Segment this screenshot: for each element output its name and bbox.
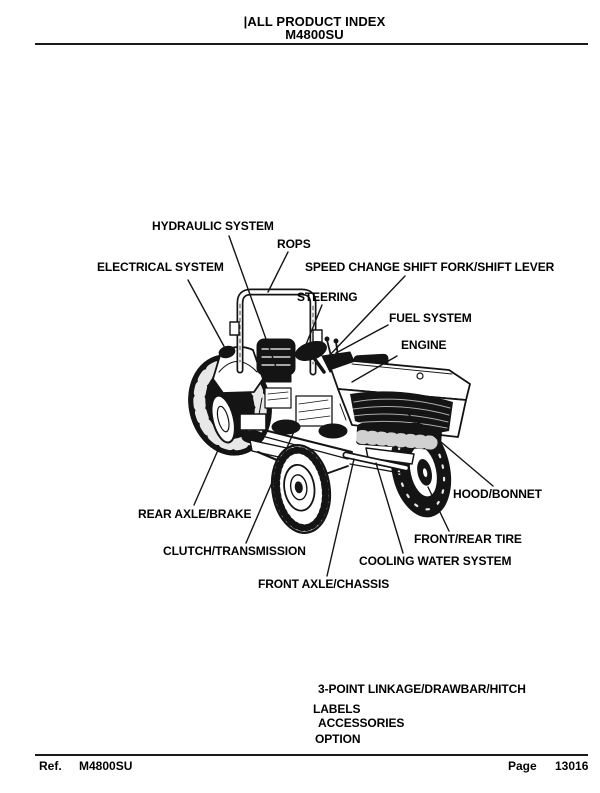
footer-ref-value: M4800SU bbox=[79, 759, 133, 773]
leader-rops bbox=[267, 251, 289, 293]
header-divider bbox=[35, 43, 588, 45]
footer-ref-label: Ref. bbox=[39, 759, 62, 773]
leader-front-rear-tire bbox=[427, 486, 450, 532]
index-item-3-point-linkage-drawbar-hitch[interactable]: 3-POINT LINKAGE/DRAWBAR/HITCH bbox=[318, 682, 526, 696]
footer-page-value: 13016 bbox=[555, 759, 589, 773]
callout-front-axle-chassis[interactable]: FRONT AXLE/CHASSIS bbox=[258, 577, 390, 591]
leader-speed-change bbox=[327, 275, 406, 358]
index-item-option[interactable]: OPTION bbox=[315, 732, 361, 746]
steering-dash bbox=[218, 336, 389, 374]
seat bbox=[256, 338, 296, 383]
index-item-labels[interactable]: LABELS bbox=[313, 702, 361, 716]
callout-rops[interactable]: ROPS bbox=[277, 237, 311, 251]
callout-hood-bonnet[interactable]: HOOD/BONNET bbox=[453, 487, 542, 501]
index-item-accessories[interactable]: ACCESSORIES bbox=[318, 716, 405, 730]
front-left-wheel bbox=[270, 444, 332, 534]
callout-steering[interactable]: STEERING bbox=[297, 290, 358, 304]
leader-lines bbox=[187, 235, 494, 577]
leader-engine bbox=[351, 355, 398, 383]
front-weights bbox=[355, 423, 443, 465]
rops-frame bbox=[229, 288, 323, 376]
footer-page-label: Page bbox=[508, 759, 537, 773]
leader-electrical-system bbox=[187, 279, 227, 351]
leader-rear-axle-brake bbox=[193, 449, 219, 506]
leader-hydraulic-system bbox=[228, 235, 281, 379]
leader-cooling-water-system bbox=[375, 462, 404, 554]
callout-fuel-system[interactable]: FUEL SYSTEM bbox=[389, 311, 472, 325]
model-title: M4800SU bbox=[285, 27, 344, 42]
leader-hood-bonnet bbox=[407, 413, 494, 487]
callout-front-rear-tire[interactable]: FRONT/REAR TIRE bbox=[414, 532, 522, 546]
leader-steering bbox=[304, 304, 323, 348]
footer-divider bbox=[35, 754, 588, 756]
page-title: |ALL PRODUCT INDEX bbox=[243, 14, 386, 29]
callout-cooling-water-system[interactable]: COOLING WATER SYSTEM bbox=[359, 554, 512, 568]
leader-fuel-system bbox=[335, 324, 389, 354]
callout-clutch-transmission[interactable]: CLUTCH/TRANSMISSION bbox=[163, 544, 306, 558]
leader-front-axle-chassis bbox=[326, 458, 355, 577]
callout-speed-change-shift-fork-shift-lever[interactable]: SPEED CHANGE SHIFT FORK/SHIFT LEVER bbox=[305, 260, 555, 274]
transmission-body bbox=[239, 387, 353, 465]
callout-engine[interactable]: ENGINE bbox=[401, 338, 447, 352]
leader-clutch-transmission bbox=[245, 428, 296, 544]
callout-electrical-system[interactable]: ELECTRICAL SYSTEM bbox=[97, 260, 224, 274]
callout-hydraulic-system[interactable]: HYDRAULIC SYSTEM bbox=[152, 219, 274, 233]
grille bbox=[350, 391, 453, 435]
callout-rear-axle-brake[interactable]: REAR AXLE/BRAKE bbox=[138, 507, 252, 521]
